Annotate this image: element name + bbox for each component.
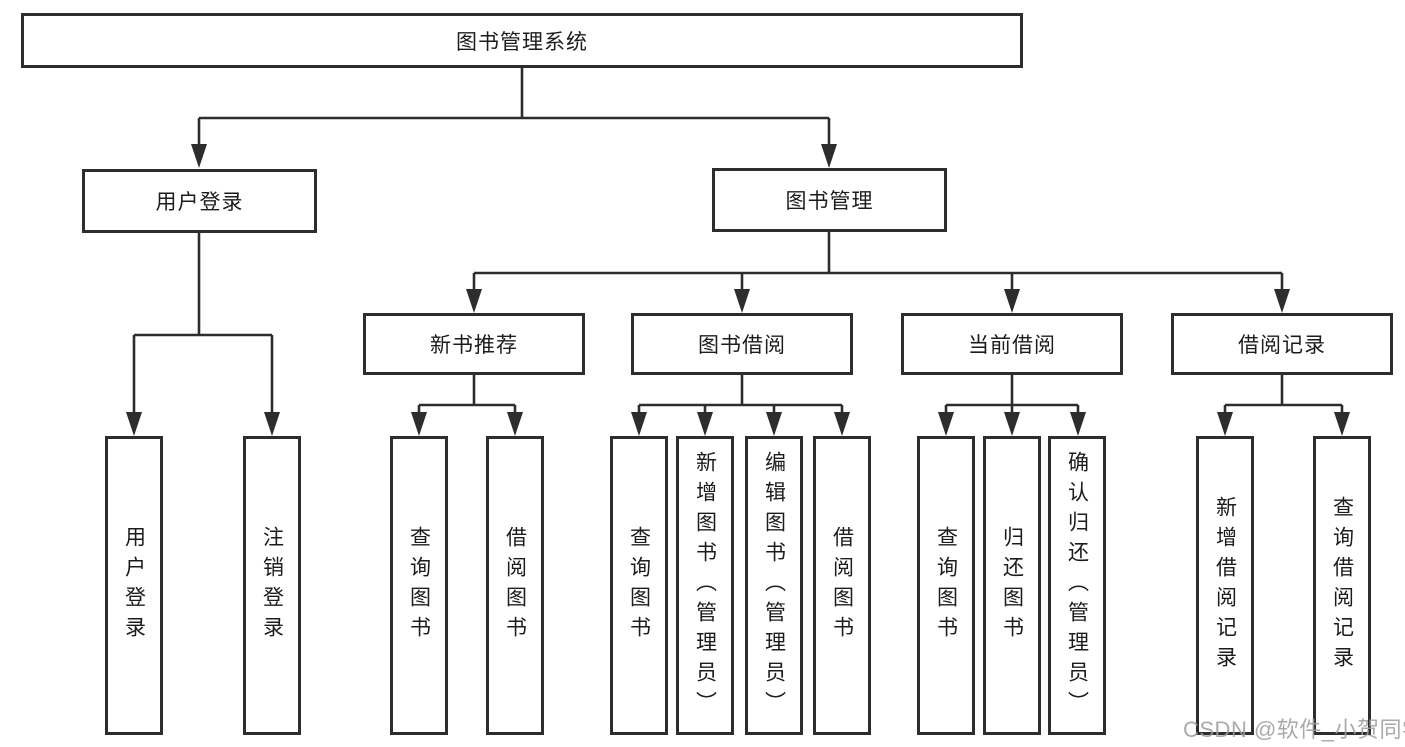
node-borrowing-records-label: 借阅记录 [1238,334,1326,357]
node-book-management: 图书管理 [712,168,947,232]
leaf-add-borrow-record: 新增借阅记录 [1196,436,1254,735]
leaf-query-books-current-label: 查询图书 [934,525,958,646]
leaf-user-login: 用户登录 [105,436,163,735]
leaf-logout: 注销登录 [243,436,301,735]
leaf-query-borrow-record-label: 查询借阅记录 [1330,495,1354,676]
leaf-borrow-books-recommend-label: 借阅图书 [503,525,527,646]
node-user-login-label: 用户登录 [155,191,244,214]
leaf-borrow-books-borrowing-label: 借阅图书 [830,525,854,646]
arrowheads [126,144,1350,436]
node-new-book-recommend: 新书推荐 [363,313,585,375]
leaf-confirm-return-admin: 确认归还（管理员） [1048,436,1106,735]
leaf-query-books-borrowing-label: 查询图书 [627,525,651,646]
node-root-label: 图书管理系统 [456,30,588,54]
leaf-query-books-current: 查询图书 [917,436,975,735]
leaf-query-books-recommend: 查询图书 [390,436,448,735]
leaf-confirm-return-admin-label: 确认归还（管理员） [1065,450,1089,721]
leaf-edit-books-admin: 编辑图书（管理员） [745,436,803,735]
leaf-borrow-books-borrowing: 借阅图书 [813,436,871,735]
leaf-query-borrow-record: 查询借阅记录 [1313,436,1371,735]
node-current-borrowing: 当前借阅 [901,313,1123,375]
leaf-return-books-label: 归还图书 [1000,525,1024,646]
leaf-add-books-admin-label: 新增图书（管理员） [693,450,717,721]
node-new-book-recommend-label: 新书推荐 [430,334,518,357]
watermark: CSDN @软件_小贺同学 [1183,717,1405,742]
leaf-edit-books-admin-label: 编辑图书（管理员） [762,450,786,721]
node-current-borrowing-label: 当前借阅 [968,334,1056,357]
leaf-query-books-recommend-label: 查询图书 [407,525,431,646]
leaf-query-books-borrowing: 查询图书 [610,436,668,735]
node-book-borrowing-label: 图书借阅 [698,334,786,357]
node-user-login: 用户登录 [82,169,317,233]
leaf-borrow-books-recommend: 借阅图书 [486,436,544,735]
connector-lines [132,68,1344,416]
node-borrowing-records: 借阅记录 [1171,313,1393,375]
node-book-borrowing: 图书借阅 [631,313,853,375]
leaf-user-login-label: 用户登录 [122,525,146,646]
node-book-management-label: 图书管理 [785,190,874,213]
node-root: 图书管理系统 [21,13,1023,68]
leaf-return-books: 归还图书 [983,436,1041,735]
leaf-logout-label: 注销登录 [260,525,284,646]
leaf-add-borrow-record-label: 新增借阅记录 [1213,495,1237,676]
leaf-add-books-admin: 新增图书（管理员） [676,436,734,735]
